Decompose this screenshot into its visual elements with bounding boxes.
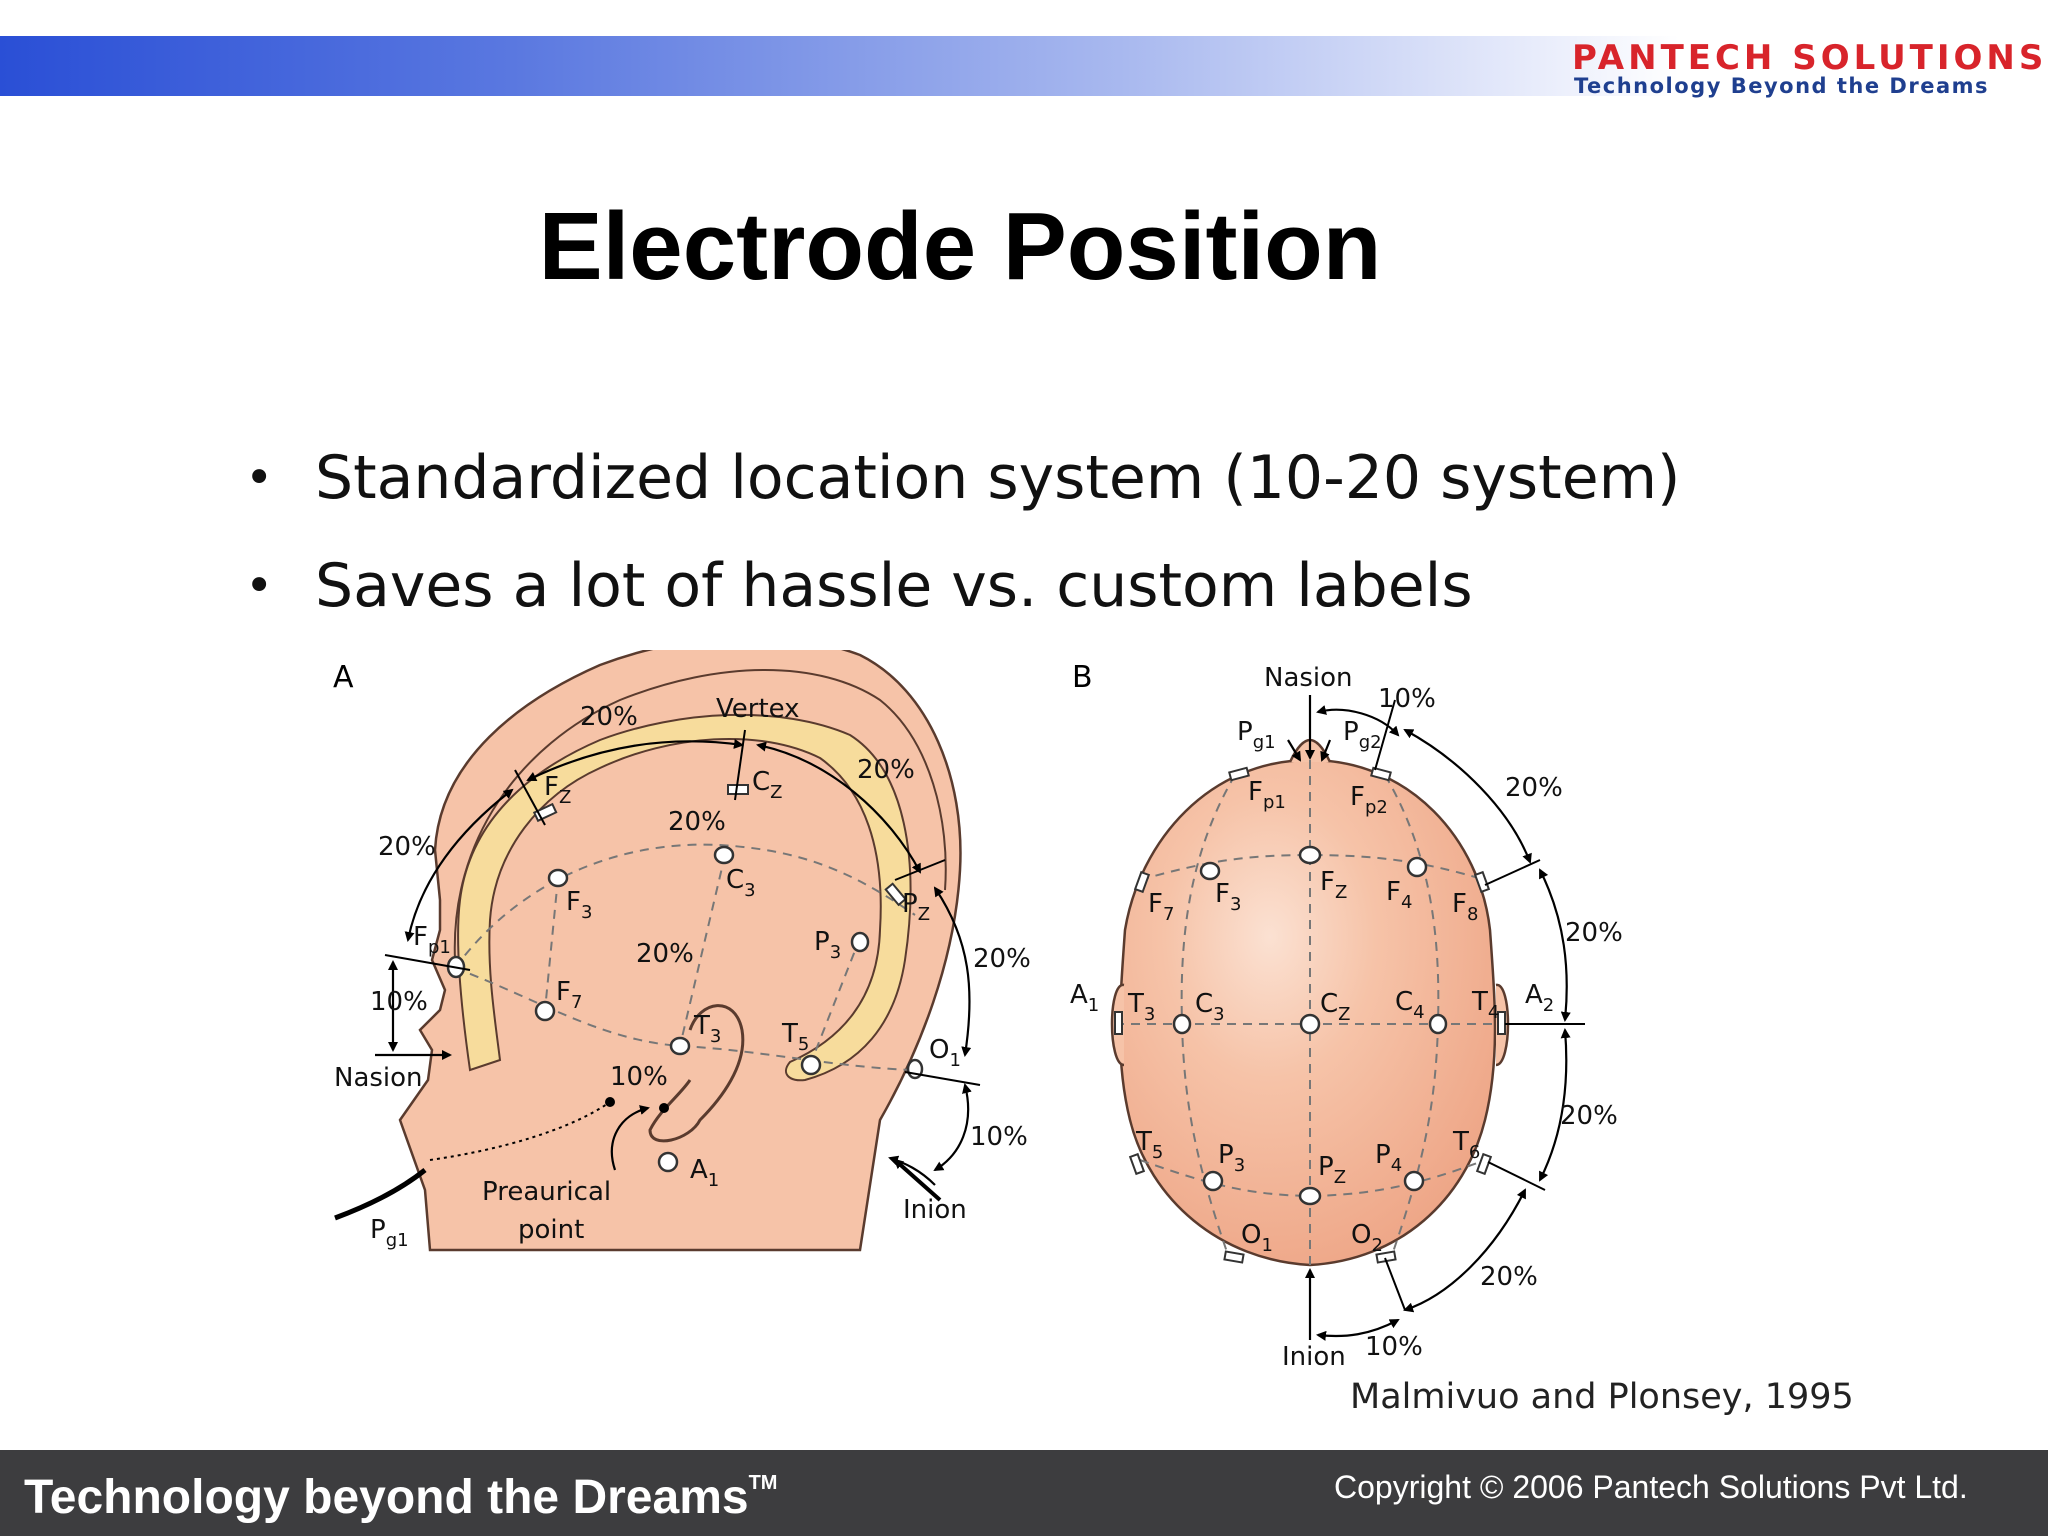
pct-label: 20%: [636, 939, 694, 969]
pct-label: 10%: [1365, 1332, 1423, 1362]
footer-bar: Technology beyond the DreamsTM Copyright…: [0, 1450, 2048, 1536]
company-logo: PANTECH SOLUTIONS Technology Beyond the …: [1572, 38, 2042, 100]
electrode-t3: [671, 1038, 689, 1054]
pct-label: 10%: [1378, 684, 1436, 714]
pct-label: 10%: [370, 987, 428, 1017]
bullet-item: • Saves a lot of hassle vs. custom label…: [245, 556, 1680, 664]
footer-tagline-text: Technology beyond the Dreams: [24, 1471, 749, 1524]
electrode-f4: [1408, 858, 1426, 876]
electrode-diagram: A: [320, 650, 1740, 1390]
electrode-c3: [715, 847, 733, 863]
electrode-label: O1: [929, 1035, 961, 1071]
electrode-cz: [1301, 1015, 1319, 1033]
electrode-label: A2: [1525, 980, 1554, 1016]
footer-copyright: Copyright © 2006 Pantech Solutions Pvt L…: [1334, 1468, 2024, 1534]
bullet-item: • Standardized location system (10-20 sy…: [245, 448, 1680, 556]
pct-label: 20%: [580, 702, 638, 732]
preauricular-dot: [659, 1103, 669, 1113]
pct-label: 20%: [668, 807, 726, 837]
pct-label: 20%: [1480, 1262, 1538, 1292]
figure-citation: Malmivuo and Plonsey, 1995: [1350, 1377, 1854, 1417]
pct-label: 10%: [610, 1062, 668, 1092]
electrode-p3: [1204, 1172, 1222, 1190]
electrode-c3: [1174, 1015, 1190, 1033]
preauricular-label: point: [518, 1215, 584, 1245]
nasion-label: Nasion: [334, 1063, 423, 1093]
panel-a-label: A: [333, 660, 354, 695]
electrode-pz: [1300, 1188, 1320, 1204]
electrode-f3: [1201, 863, 1219, 879]
electrode-fz: [1300, 847, 1320, 863]
footer-tagline: Technology beyond the DreamsTM: [24, 1470, 777, 1525]
electrode-label: Pg2: [1343, 717, 1382, 753]
electrode-label: Pg1: [370, 1215, 409, 1251]
bullet-list: • Standardized location system (10-20 sy…: [245, 448, 1680, 664]
bullet-text: Saves a lot of hassle vs. custom labels: [315, 551, 1473, 621]
nasion-label: Nasion: [1264, 663, 1353, 693]
logo-tagline: Technology Beyond the Dreams: [1574, 74, 1989, 98]
electrode-label: Pg1: [1237, 717, 1276, 753]
pct-label: 20%: [857, 755, 915, 785]
logo-name: PANTECH SOLUTIONS: [1572, 38, 2047, 78]
electrode-t5: [802, 1056, 820, 1074]
electrode-f7: [536, 1002, 554, 1020]
electrode-c4: [1430, 1015, 1446, 1033]
pct-label: 20%: [973, 944, 1031, 974]
vertex-label: Vertex: [716, 694, 800, 724]
pct-label: 20%: [1505, 773, 1563, 803]
pct-label: 20%: [1565, 918, 1623, 948]
trademark-mark: TM: [749, 1472, 778, 1494]
pct-label: 20%: [378, 832, 436, 862]
inion-arrow: [895, 1160, 940, 1200]
pct-label: 10%: [970, 1122, 1028, 1152]
electrode-label: A1: [1070, 980, 1099, 1016]
bullet-icon: •: [245, 556, 273, 616]
bullet-icon: •: [245, 448, 273, 508]
bullet-text: Standardized location system (10-20 syst…: [315, 443, 1680, 513]
inion-label: Inion: [903, 1195, 967, 1225]
inion-label: Inion: [1282, 1342, 1346, 1372]
electrode-p3: [852, 933, 868, 951]
electrode-p4: [1405, 1172, 1423, 1190]
pg1-electrode: [335, 1170, 425, 1218]
electrode-a1: [659, 1153, 677, 1171]
preauricular-label: Preaurical: [482, 1177, 611, 1207]
panel-b-label: B: [1072, 660, 1093, 695]
slide-title: Electrode Position: [0, 192, 1920, 302]
pct-label: 20%: [1560, 1101, 1618, 1131]
electrode-f3: [549, 870, 567, 886]
